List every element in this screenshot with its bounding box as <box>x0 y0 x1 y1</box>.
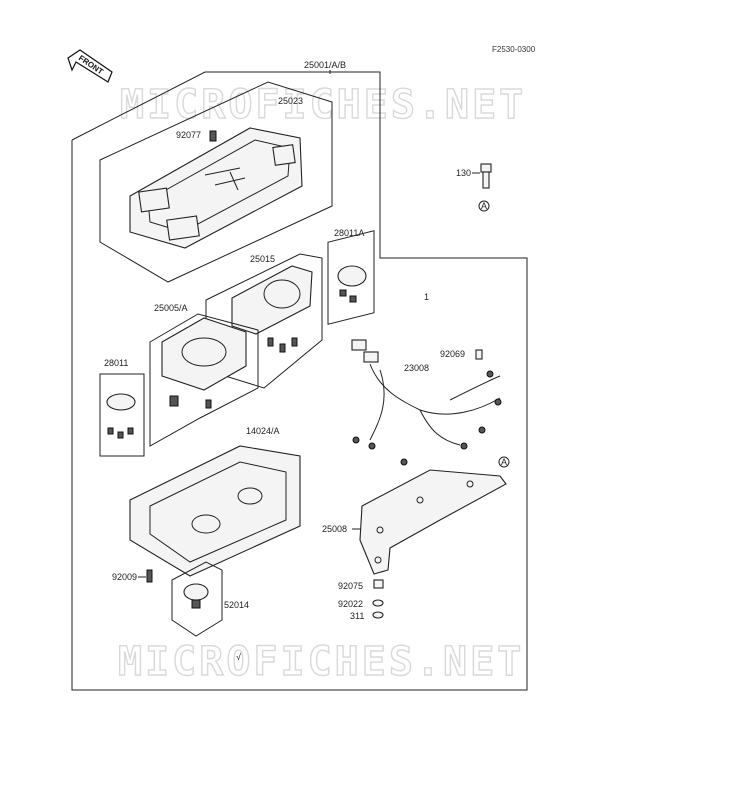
watermark-top: MICROFICHES.NET <box>120 82 526 128</box>
washer-311 <box>372 611 384 619</box>
part-label-14024: 14024/A <box>246 426 280 436</box>
part-label-52014: 52014 <box>224 600 249 610</box>
ref-marker-a-bottom <box>498 456 510 468</box>
box-28011a <box>327 230 375 325</box>
ref-marker-a-bottom-label: A <box>501 457 507 467</box>
check-mark: √ <box>236 652 241 662</box>
box-28011 <box>99 373 145 457</box>
wiring-harness-23008 <box>351 339 502 466</box>
bracket-25008 <box>359 469 507 575</box>
bolt-130 <box>480 163 492 189</box>
part-label-92075: 92075 <box>338 581 363 591</box>
part-label-92069: 92069 <box>440 349 465 359</box>
part-label-25008: 25008 <box>322 524 347 534</box>
sensor-28011 <box>106 393 136 439</box>
meter-cover <box>129 127 303 249</box>
part-label-130: 130 <box>456 168 471 178</box>
group-mark: 1 <box>424 292 429 302</box>
meter-housing-14024 <box>129 445 301 577</box>
part-label-28011: 28011 <box>104 358 128 368</box>
part-label-28011a: 28011A <box>334 228 364 238</box>
tachometer-25005 <box>161 317 247 409</box>
screw-92077 <box>209 130 217 142</box>
assembly-boundary <box>71 71 528 691</box>
screw-92009 <box>146 569 153 583</box>
sensor-28011a <box>337 265 367 303</box>
ref-marker-a-top-label: A <box>481 201 487 211</box>
cover-box <box>99 81 333 283</box>
part-label-92022: 92022 <box>338 599 363 609</box>
part-label-92077: 92077 <box>176 130 201 140</box>
part-label-92009: 92009 <box>112 572 137 582</box>
ref-marker-a-top <box>478 200 490 212</box>
part-label-23008: 23008 <box>404 363 429 373</box>
box-25005 <box>149 313 259 447</box>
part-label-25005: 25005/A <box>154 303 188 313</box>
watermark-bottom: MICROFICHES.NET <box>118 639 524 685</box>
part-label-25001: 25001/A/B <box>304 60 346 70</box>
nut-92075 <box>373 579 384 589</box>
box-52014 <box>171 561 223 637</box>
front-arrow-icon: FRONT <box>67 49 113 83</box>
sensor-52014 <box>183 583 209 609</box>
washer-92022 <box>372 599 384 607</box>
connector-92069 <box>475 349 483 360</box>
part-label-25015: 25015 <box>250 254 275 264</box>
part-label-25023: 25023 <box>278 96 303 106</box>
part-label-311: 311 <box>350 611 364 621</box>
speedometer-25015 <box>231 265 313 353</box>
diagram-code: F2530-0300 <box>492 45 536 54</box>
